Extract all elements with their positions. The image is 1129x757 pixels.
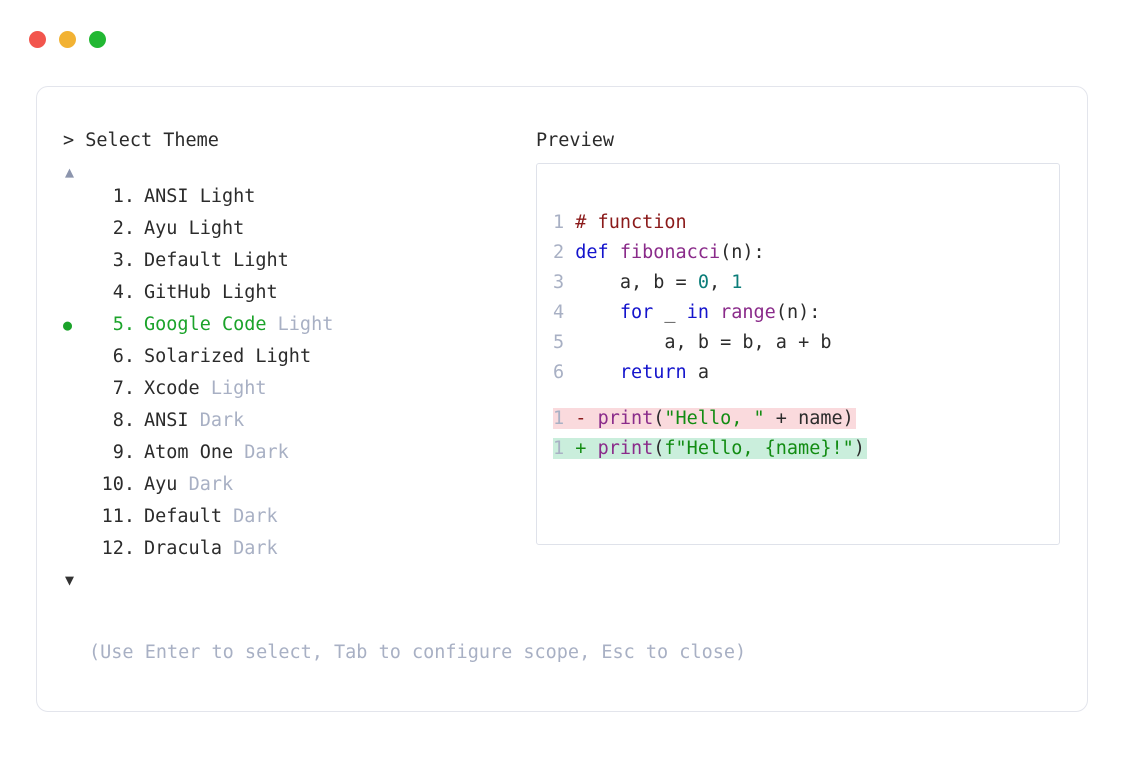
- theme-item-name: Atom One: [144, 442, 245, 463]
- scroll-down-icon[interactable]: ▼: [65, 571, 75, 589]
- window-controls: [29, 31, 106, 48]
- theme-item-index: 11.: [101, 506, 135, 527]
- theme-list-column: > Select Theme ▲ 1. ANSI Light 2. Ayu Light…: [63, 129, 536, 589]
- theme-item-index: 6.: [112, 346, 135, 367]
- theme-list-item[interactable]: 3. Default Light: [63, 245, 536, 277]
- diff-line-delete: 1 - print("Hello, " + name): [553, 408, 856, 429]
- theme-list-item[interactable]: 1. ANSI Light: [63, 181, 536, 213]
- theme-item-index: 10.: [101, 474, 135, 495]
- theme-item-variant: Light: [233, 250, 289, 271]
- code-line: 2 def fibonacci(n):: [553, 242, 765, 263]
- theme-item-index: 3.: [112, 250, 135, 271]
- line-number: 6: [553, 362, 565, 383]
- theme-item-name: Ayu: [144, 474, 189, 495]
- theme-item-index: 9.: [112, 442, 135, 463]
- theme-item-variant: Light: [210, 378, 267, 399]
- theme-list-item[interactable]: 7. Xcode Light: [63, 373, 536, 405]
- code-line: 6 return a: [553, 362, 709, 383]
- code-line: 1 # function: [553, 212, 687, 233]
- theme-list-item[interactable]: 12. Dracula Dark: [63, 533, 536, 565]
- theme-item-variant: Dark: [244, 442, 289, 463]
- theme-item-index: 2.: [112, 218, 135, 239]
- diff-marker: -: [575, 408, 587, 429]
- theme-list-item[interactable]: 9. Atom One Dark: [63, 437, 536, 469]
- diff-line-add: 1 + print(f"Hello, {name}!"): [553, 438, 867, 459]
- theme-item-variant: Light: [199, 186, 256, 207]
- theme-item-index: 8.: [112, 410, 135, 431]
- theme-item-name: Default: [144, 506, 234, 527]
- preview-label: Preview: [536, 130, 614, 151]
- theme-item-name: GitHub: [144, 282, 222, 303]
- code-preview-box: 1 # function 2 def fibonacci(n): 3 a, b = …: [536, 163, 1060, 545]
- theme-item-variant: Light: [277, 314, 334, 335]
- code-line: 4 for _ in range(n):: [553, 302, 821, 323]
- line-number: 4: [553, 302, 565, 323]
- maximize-window-button[interactable]: [89, 31, 106, 48]
- theme-item-variant: Dark: [199, 410, 245, 431]
- theme-list-item[interactable]: 8. ANSI Dark: [63, 405, 536, 437]
- theme-item-index: 12.: [101, 538, 135, 559]
- code-line: 5 a, b = b, a + b: [553, 332, 832, 353]
- theme-picker-card: > Select Theme ▲ 1. ANSI Light 2. Ayu Light…: [36, 86, 1088, 712]
- line-number: 1: [553, 408, 565, 429]
- keyboard-hint: (Use Enter to select, Tab to configure s…: [89, 642, 747, 663]
- theme-item-index: 1.: [112, 186, 135, 207]
- line-number: 5: [553, 332, 565, 353]
- preview-column: Preview 1 # function 2 def fibonacci(n): 3…: [536, 129, 1061, 545]
- line-number: 1: [553, 438, 565, 459]
- theme-item-variant: Light: [188, 218, 245, 239]
- minimize-window-button[interactable]: [59, 31, 76, 48]
- theme-item-name: Ayu: [144, 218, 189, 239]
- theme-list-item[interactable]: 6. Solarized Light: [63, 341, 536, 373]
- close-window-button[interactable]: [29, 31, 46, 48]
- theme-item-name: Solarized: [144, 346, 256, 367]
- theme-item-name: Default: [144, 250, 234, 271]
- selected-bullet-icon: ●: [63, 316, 73, 334]
- theme-item-name: ANSI: [144, 410, 200, 431]
- theme-item-variant: Dark: [233, 538, 278, 559]
- theme-item-index: 4.: [112, 282, 135, 303]
- theme-item-variant: Light: [221, 282, 278, 303]
- line-number: 2: [553, 242, 565, 263]
- line-number: 1: [553, 212, 565, 233]
- scroll-up-icon[interactable]: ▲: [65, 163, 75, 181]
- theme-item-variant: Dark: [233, 506, 278, 527]
- theme-item-name: Dracula: [144, 538, 234, 559]
- theme-item-name: Xcode: [144, 378, 211, 399]
- diff-marker: +: [575, 438, 587, 459]
- theme-item-index: 7.: [112, 378, 135, 399]
- theme-item-variant: Light: [255, 346, 312, 367]
- select-theme-prompt: > Select Theme: [63, 130, 219, 151]
- picker-body: > Select Theme ▲ 1. ANSI Light 2. Ayu Light…: [37, 87, 1087, 711]
- theme-list-item[interactable]: 4. GitHub Light: [63, 277, 536, 309]
- diff-block: 1 - print("Hello, " + name) 1 + print(f"H…: [537, 404, 1059, 464]
- theme-list-item[interactable]: 2. Ayu Light: [63, 213, 536, 245]
- theme-item-name: ANSI: [144, 186, 200, 207]
- code-line: 3 a, b = 0, 1: [553, 272, 743, 293]
- theme-item-variant: Dark: [188, 474, 234, 495]
- theme-list-item[interactable]: ● 5. Google Code Light: [63, 309, 536, 341]
- line-number: 3: [553, 272, 565, 293]
- theme-list-item[interactable]: 11. Default Dark: [63, 501, 536, 533]
- code-block: 1 # function 2 def fibonacci(n): 3 a, b = …: [537, 208, 1059, 388]
- theme-item-index: 5.: [112, 314, 135, 335]
- theme-list-item[interactable]: 10. Ayu Dark: [63, 469, 536, 501]
- theme-item-name: Google Code: [144, 314, 278, 335]
